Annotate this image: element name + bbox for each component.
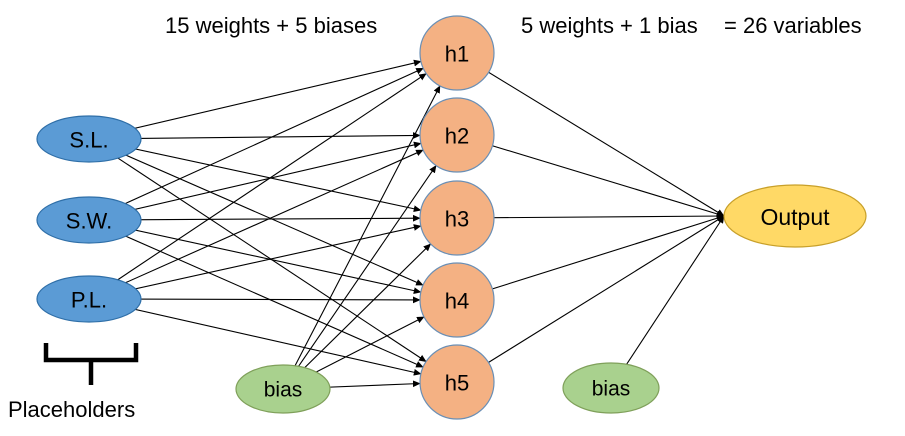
edge-bias-output-to-output-node	[610, 215, 725, 389]
nodes-layer: S.L. S.W. P.L. bias bias h1 h2 h3 h4 h5 Output	[36, 15, 867, 420]
edge-input-sl-to-hidden-h1	[88, 59, 422, 140]
node-hidden-h3[interactable]: h3	[419, 180, 495, 256]
edge-bias-hidden-to-hidden-h3	[282, 243, 432, 390]
node-input-pl-shape[interactable]	[36, 275, 142, 323]
node-hidden-h1-shape[interactable]	[419, 15, 495, 91]
edge-hidden-h2-to-output-node	[456, 134, 725, 218]
edge-input-sl-to-hidden-h2	[88, 132, 421, 140]
node-bias-output-label: bias	[592, 378, 631, 401]
node-hidden-h1-label: h1	[445, 42, 469, 67]
edge-hidden-h1-to-output-node	[456, 52, 725, 217]
node-hidden-h4-shape[interactable]	[419, 262, 495, 338]
node-hidden-h1[interactable]: h1	[419, 15, 495, 91]
node-hidden-h3-shape[interactable]	[419, 180, 495, 256]
edge-input-sl-to-hidden-h4	[88, 138, 424, 286]
node-bias-hidden-shape[interactable]	[235, 364, 331, 414]
edges-layer	[88, 52, 725, 390]
edge-input-pl-to-hidden-h3	[88, 224, 422, 300]
node-bias-hidden[interactable]: bias	[235, 364, 331, 414]
node-bias-output-shape[interactable]	[562, 362, 660, 414]
node-input-sw-shape[interactable]	[36, 196, 142, 244]
node-hidden-h2-shape[interactable]	[419, 97, 495, 173]
node-hidden-h2-label: h2	[445, 124, 469, 149]
node-hidden-h5[interactable]: h5	[419, 344, 495, 420]
edge-input-pl-to-hidden-h5	[88, 298, 422, 376]
node-input-sw[interactable]: S.W.	[36, 196, 142, 244]
node-output-node-label: Output	[760, 204, 830, 230]
node-hidden-h4-label: h4	[445, 289, 469, 314]
node-input-sl-label: S.L.	[69, 128, 108, 153]
node-input-pl-label: P.L.	[71, 288, 107, 313]
node-hidden-h2[interactable]: h2	[419, 97, 495, 173]
edge-input-sw-to-hidden-h3	[88, 214, 421, 222]
edge-hidden-h4-to-output-node	[456, 214, 725, 301]
edge-input-sw-to-hidden-h4	[88, 219, 422, 294]
edge-hidden-h3-to-output-node	[456, 212, 725, 220]
node-bias-hidden-label: bias	[264, 379, 303, 402]
node-bias-output[interactable]: bias	[562, 362, 660, 414]
ann-output-params: 5 weights + 1 bias	[521, 13, 698, 38]
node-hidden-h4[interactable]: h4	[419, 262, 495, 338]
edge-input-sl-to-hidden-h5	[88, 138, 427, 363]
placeholders-brace	[43, 343, 139, 385]
node-output-node[interactable]: Output	[723, 184, 867, 248]
node-hidden-h5-label: h5	[445, 371, 469, 396]
node-input-pl[interactable]: P.L.	[36, 275, 142, 323]
edge-input-sw-to-hidden-h5	[88, 219, 424, 368]
edge-bias-hidden-to-hidden-h2	[282, 165, 437, 390]
node-hidden-h3-label: h3	[445, 207, 469, 232]
edge-input-sw-to-hidden-h1	[88, 67, 424, 221]
node-hidden-h5-shape[interactable]	[419, 344, 495, 420]
edge-hidden-h5-to-output-node	[456, 215, 725, 383]
ann-total-params: = 26 variables	[724, 13, 862, 38]
edge-input-pl-to-hidden-h2	[88, 149, 424, 300]
node-input-sw-label: S.W.	[66, 209, 112, 234]
edge-input-sw-to-hidden-h2	[88, 141, 422, 221]
edge-input-pl-to-hidden-h1	[88, 73, 427, 300]
edge-input-sl-to-hidden-h3	[88, 138, 422, 213]
node-input-sl[interactable]: S.L.	[36, 115, 142, 163]
edge-bias-hidden-to-hidden-h1	[282, 85, 441, 390]
ann-placeholders: Placeholders	[8, 397, 136, 422]
node-output-node-shape[interactable]	[723, 184, 867, 248]
node-input-sl-shape[interactable]	[36, 115, 142, 163]
edge-input-pl-to-hidden-h4	[88, 296, 421, 304]
ann-hidden-params: 15 weights + 5 biases	[165, 13, 378, 38]
